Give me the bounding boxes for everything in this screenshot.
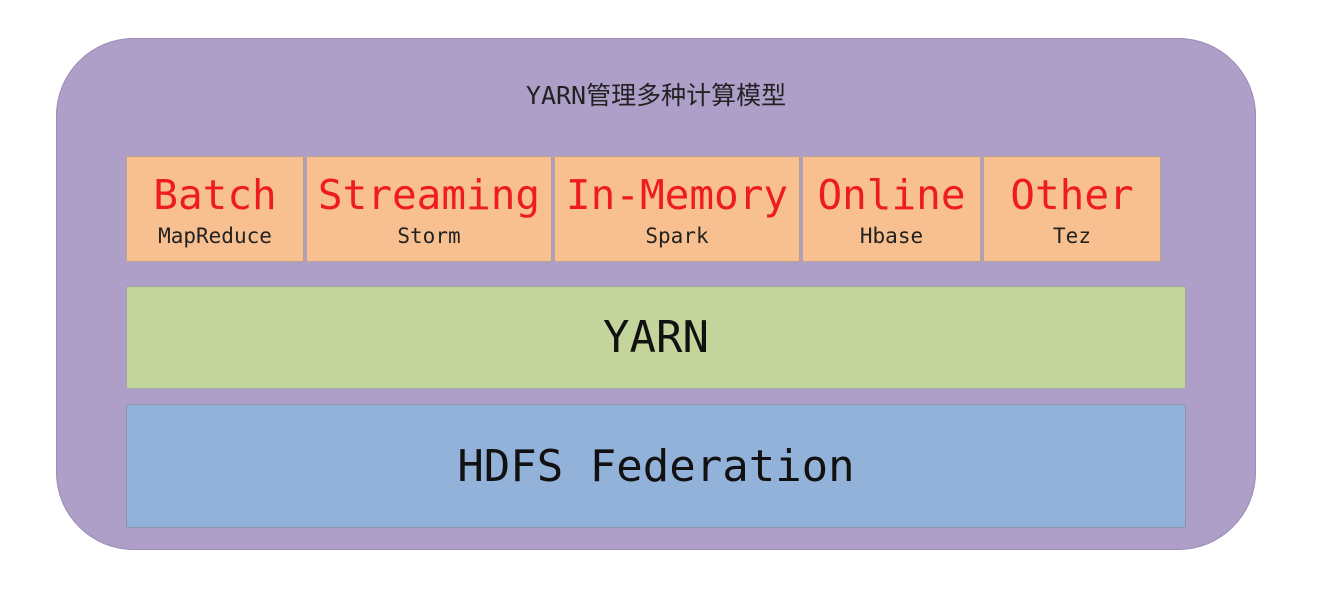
model-engine: Hbase [859,224,924,248]
model-name: In-Memory [565,171,789,219]
model-engine: Storm [397,224,461,248]
model-name: Streaming [317,171,541,219]
computing-models-row: Batch MapReduce Streaming Storm In-Memor… [126,156,1163,262]
yarn-layer: YARN [126,286,1186,389]
yarn-architecture-container: YARN管理多种计算模型 Batch MapReduce Streaming S… [56,38,1256,550]
model-box-online: Online Hbase [802,156,981,262]
model-box-in-memory: In-Memory Spark [554,156,800,262]
model-box-batch: Batch MapReduce [126,156,304,262]
model-engine: Spark [645,224,709,248]
model-engine: MapReduce [158,224,272,248]
model-name: Other [1010,171,1134,219]
model-box-other: Other Tez [983,156,1161,262]
hdfs-federation-layer: HDFS Federation [126,404,1186,528]
model-box-streaming: Streaming Storm [306,156,552,262]
model-engine: Tez [1053,224,1091,248]
diagram-title: YARN管理多种计算模型 [525,81,787,110]
model-name: Batch [153,171,277,219]
model-name: Online [817,171,966,219]
